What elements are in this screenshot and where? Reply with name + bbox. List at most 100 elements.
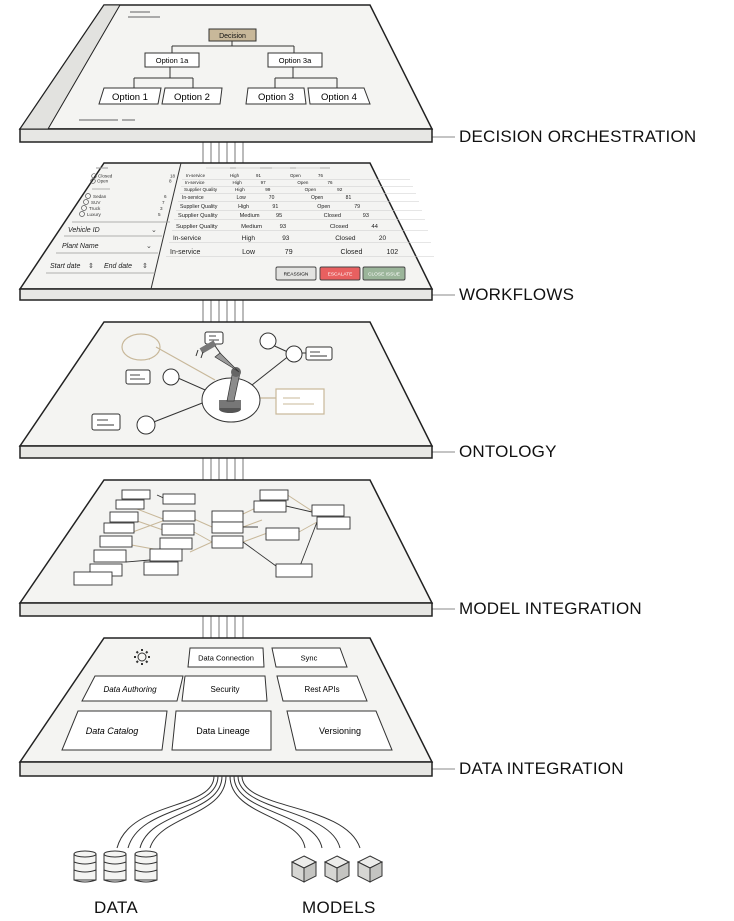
table-cell: Supplier Quality (176, 224, 218, 230)
workflow-filters: Closed 18 Open 8 Sedan 6 SUV 7 Truck (72, 167, 176, 223)
vehicle-type-sedan[interactable]: Sedan 6 (85, 193, 168, 200)
svg-text:3: 3 (160, 206, 163, 211)
data-lineage-tile[interactable]: Data Lineage (171, 710, 272, 751)
gear-icon[interactable] (134, 649, 150, 665)
svg-text:6: 6 (164, 194, 167, 199)
vehicle-id-field[interactable]: Vehicle ID ⌄ (64, 227, 162, 237)
option-1-node[interactable]: Option 1 (98, 87, 162, 105)
table-cell: 70 (269, 195, 275, 201)
data-authoring-tile[interactable]: Data Authoring (81, 675, 184, 702)
pipeline-node[interactable] (103, 522, 135, 534)
status-open-label: Open (97, 179, 109, 184)
card-icon[interactable] (91, 413, 121, 431)
option-3a-node[interactable]: Option 3a (267, 52, 323, 68)
pipeline-node[interactable] (211, 510, 244, 523)
table-cell: 99 (265, 187, 271, 192)
pipeline-node[interactable] (149, 548, 183, 562)
table-cell: Supplier Quality (180, 204, 218, 210)
rest-apis-label: Rest APIs (304, 685, 339, 694)
pipeline-node[interactable] (93, 549, 127, 563)
layer-label-ontology: ONTOLOGY (459, 442, 557, 461)
pipeline-node[interactable] (265, 527, 300, 541)
reassign-button[interactable]: REASSIGN (275, 266, 317, 281)
pipeline-node[interactable] (253, 500, 287, 513)
escalate-button[interactable]: ESCALATE (319, 266, 361, 281)
card-icon[interactable] (125, 369, 151, 385)
start-date-field[interactable]: Start date ⇕ (50, 262, 94, 270)
data-connection-tile[interactable]: Data Connection (187, 647, 265, 668)
pipeline-node[interactable] (73, 571, 113, 586)
svg-text:18: 18 (170, 174, 176, 179)
plant-name-label: Plant Name (62, 243, 99, 250)
entity-node[interactable] (259, 332, 277, 350)
security-label: Security (211, 685, 240, 694)
table-cell: Open (311, 195, 323, 201)
table-cell: 81 (346, 195, 352, 201)
option-4-label: Option 4 (321, 92, 357, 103)
table-cell: 95 (276, 213, 282, 219)
data-lineage-label: Data Lineage (196, 726, 250, 736)
svg-text:5: 5 (158, 212, 161, 217)
option-1a-node[interactable]: Option 1a (144, 52, 200, 68)
option-3a-label: Option 3a (279, 56, 312, 65)
vehicle-type-suv[interactable]: SUV 7 (83, 199, 166, 206)
option-2-label: Option 2 (174, 92, 210, 103)
table-cell: Open (297, 180, 309, 185)
pipeline-links (125, 494, 318, 567)
card-icon[interactable] (305, 346, 333, 361)
pipeline-node[interactable] (275, 563, 313, 578)
pipeline-node[interactable] (161, 523, 195, 536)
pipeline-node[interactable] (162, 510, 196, 522)
pipeline-node[interactable] (99, 535, 133, 548)
status-option-open[interactable]: Open 8 (90, 178, 172, 184)
entity-node[interactable] (285, 345, 303, 363)
versioning-label: Versioning (319, 726, 361, 736)
security-tile[interactable]: Security (181, 675, 268, 702)
option-3-node[interactable]: Option 3 (245, 87, 307, 105)
close-issue-button[interactable]: CLOSE ISSUE (362, 266, 406, 281)
layer-data-integration: Data Connection Sync Data Authoring Secu… (18, 637, 434, 777)
table-cell: Closed (335, 235, 356, 242)
pipeline-nodes (73, 489, 351, 586)
table-cell: High (238, 204, 249, 210)
option-4-node[interactable]: Option 4 (307, 87, 371, 105)
pipeline-node[interactable] (115, 499, 145, 510)
pipeline-node[interactable] (311, 504, 345, 517)
pipeline-node[interactable] (211, 521, 244, 534)
sync-tile[interactable]: Sync (271, 647, 348, 668)
end-date-field[interactable]: End date ⇕ (104, 262, 148, 270)
pipeline-node[interactable] (259, 489, 289, 501)
pipeline-node[interactable] (162, 493, 196, 505)
card-icon-tan[interactable] (275, 388, 325, 415)
table-cell: Supplier Quality (184, 187, 218, 192)
pipeline-node[interactable] (121, 489, 151, 500)
escalate-label: ESCALATE (328, 272, 353, 278)
table-cell: Medium (241, 224, 262, 230)
entity-node[interactable] (136, 415, 156, 435)
versioning-tile[interactable]: Versioning (286, 710, 393, 751)
pipeline-node[interactable] (159, 537, 193, 550)
decision-node[interactable]: Decision (208, 28, 257, 42)
data-connection-label: Data Connection (198, 654, 254, 663)
entity-node-tan[interactable] (121, 333, 161, 361)
table-cell: 92 (337, 187, 343, 192)
pipeline-node[interactable] (211, 535, 244, 549)
table-cell: High (242, 235, 256, 242)
plant-name-field[interactable]: Plant Name ⌄ (56, 243, 158, 254)
option-1a-label: Option 1a (156, 56, 189, 65)
vehicle-type-truck[interactable]: Truck 3 (81, 205, 164, 212)
pipeline-node[interactable] (109, 511, 139, 523)
label-leader-lines (432, 136, 455, 770)
layer-model-integration (18, 479, 434, 617)
vertical-connectors (202, 142, 244, 638)
data-catalog-tile[interactable]: Data Catalog (61, 710, 168, 751)
layer-workflows: Closed 18 Open 8 Sedan 6 SUV 7 Truck (18, 162, 434, 301)
rest-apis-tile[interactable]: Rest APIs (276, 675, 368, 702)
pipeline-node[interactable] (316, 516, 351, 530)
option-2-node[interactable]: Option 2 (161, 87, 223, 105)
status-option-closed[interactable]: Closed 18 (91, 173, 176, 179)
entity-node[interactable] (162, 368, 180, 386)
pipeline-node[interactable] (143, 561, 179, 576)
vehicle-type-luxury[interactable]: Luxury 5 (79, 211, 162, 218)
